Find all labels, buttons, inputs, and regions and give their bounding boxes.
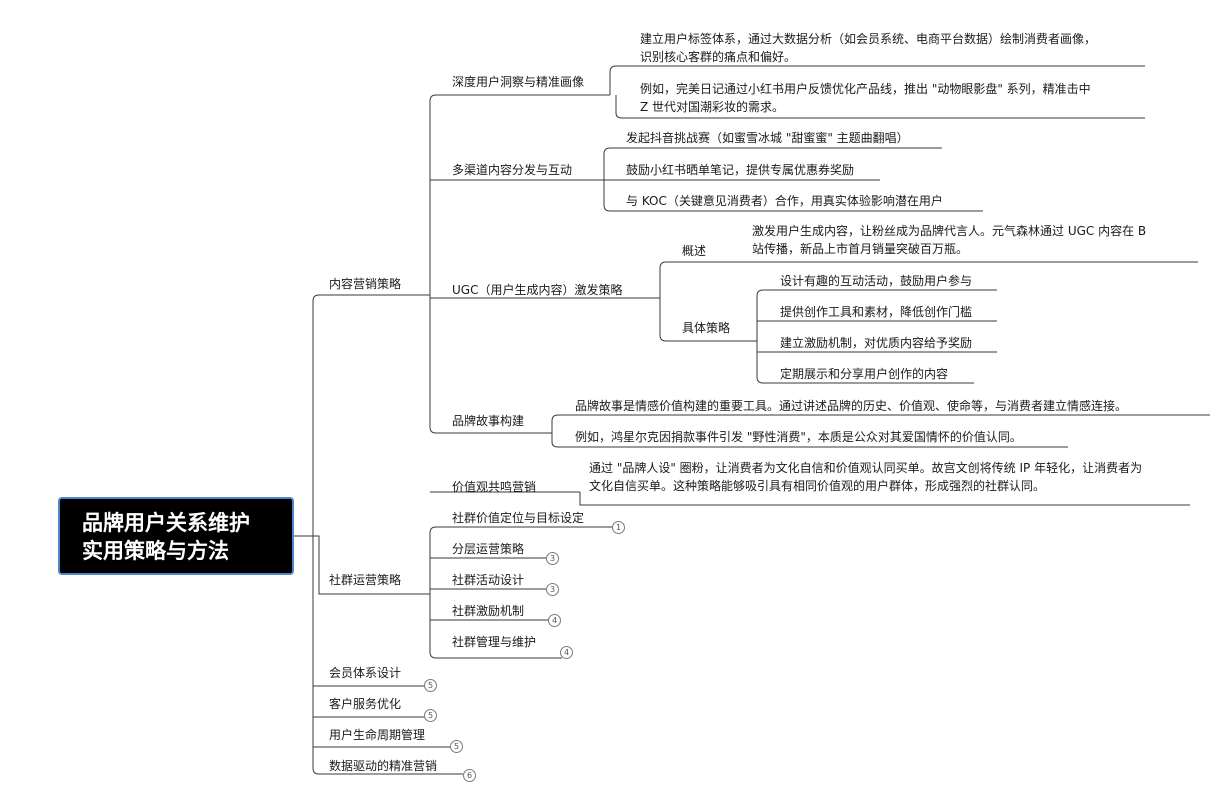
topic-values[interactable]: 价值观共鸣营销	[452, 480, 537, 494]
collapsed-count-badge[interactable]: 1	[612, 521, 625, 534]
collapsed-count-badge[interactable]: 3	[546, 583, 559, 596]
leaf-line: 文化自信买单。这种策略能够吸引具有相同价值观的用户群体，形成强烈的社群认同。	[589, 479, 1046, 493]
topic-lifecycle[interactable]: 用户生命周期管理	[329, 728, 426, 742]
leaf-line: 通过 "品牌人设" 圈粉，让消费者为文化自信和价值观认同买单。故宫文创将传统 I…	[589, 461, 1143, 475]
topic-customer-service[interactable]: 客户服务优化	[329, 697, 402, 711]
leaf-line: 例如，完美日记通过小红书用户反馈优化产品线，推出 "动物眼影盘" 系列，精准击中	[640, 82, 1091, 96]
topic-membership[interactable]: 会员体系设计	[329, 666, 402, 680]
leaf-tactic-2[interactable]: 提供创作工具和素材，降低创作门槛	[780, 305, 973, 319]
leaf-story-1[interactable]: 品牌故事是情感价值构建的重要工具。通过讲述品牌的历史、价值观、使命等，与消费者建…	[575, 399, 1128, 413]
leaf-ugc-overview[interactable]: 激发用户生成内容，让粉丝成为品牌代言人。元气森林通过 UGC 内容在 B 站传播…	[752, 222, 1146, 258]
leaf-tactic-1[interactable]: 设计有趣的互动活动，鼓励用户参与	[780, 274, 973, 288]
root-title-line2: 实用策略与方法	[82, 539, 229, 563]
topic-ugc[interactable]: UGC（用户生成内容）激发策略	[452, 283, 623, 297]
topic-channels[interactable]: 多渠道内容分发与互动	[452, 163, 573, 177]
topic-community[interactable]: 社群运营策略	[329, 573, 402, 587]
collapsed-count-badge[interactable]: 4	[560, 646, 573, 659]
leaf-insight-1[interactable]: 建立用户标签体系，通过大数据分析（如会员系统、电商平台数据）绘制消费者画像， 识…	[640, 30, 1096, 66]
topic-brand-story[interactable]: 品牌故事构建	[452, 414, 525, 428]
topic-community-tiers[interactable]: 分层运营策略	[452, 542, 525, 556]
leaf-story-2[interactable]: 例如，鸿星尔克因捐款事件引发 "野性消费"，本质是公众对其爱国情怀的价值认同。	[575, 430, 1022, 444]
collapsed-count-badge[interactable]: 5	[424, 709, 437, 722]
leaf-insight-2[interactable]: 例如，完美日记通过小红书用户反馈优化产品线，推出 "动物眼影盘" 系列，精准击中…	[640, 80, 1091, 116]
topic-content-marketing[interactable]: 内容营销策略	[329, 277, 402, 291]
leaf-tactic-4[interactable]: 定期展示和分享用户创作的内容	[780, 367, 949, 381]
leaf-line: 识别核心客群的痛点和偏好。	[640, 50, 797, 64]
root-topic[interactable]: 品牌用户关系维护 实用策略与方法	[58, 497, 294, 575]
collapsed-count-badge[interactable]: 3	[546, 552, 559, 565]
leaf-channel-douyin[interactable]: 发起抖音挑战赛（如蜜雪冰城 "甜蜜蜜" 主题曲翻唱）	[626, 131, 909, 145]
leaf-line: 建立用户标签体系，通过大数据分析（如会员系统、电商平台数据）绘制消费者画像，	[640, 32, 1097, 46]
leaf-channel-xiaohongshu[interactable]: 鼓励小红书晒单笔记，提供专属优惠券奖励	[626, 163, 855, 177]
collapsed-count-badge[interactable]: 5	[424, 679, 437, 692]
topic-community-incentives[interactable]: 社群激励机制	[452, 604, 525, 618]
leaf-values[interactable]: 通过 "品牌人设" 圈粉，让消费者为文化自信和价值观认同买单。故宫文创将传统 I…	[589, 459, 1142, 495]
topic-user-insight[interactable]: 深度用户洞察与精准画像	[452, 75, 585, 89]
leaf-line: 激发用户生成内容，让粉丝成为品牌代言人。元气森林通过 UGC 内容在 B	[752, 224, 1147, 238]
topic-community-management[interactable]: 社群管理与维护	[452, 635, 537, 649]
topic-ugc-overview[interactable]: 概述	[682, 244, 707, 258]
topic-community-events[interactable]: 社群活动设计	[452, 573, 525, 587]
collapsed-count-badge[interactable]: 6	[463, 769, 476, 782]
topic-ugc-tactics[interactable]: 具体策略	[682, 321, 731, 335]
leaf-tactic-3[interactable]: 建立激励机制，对优质内容给予奖励	[780, 336, 973, 350]
topic-data-marketing[interactable]: 数据驱动的精准营销	[329, 759, 438, 773]
topic-community-positioning[interactable]: 社群价值定位与目标设定	[452, 511, 585, 525]
leaf-line: 站传播，新品上市首月销量突破百万瓶。	[752, 242, 969, 256]
root-title-line1: 品牌用户关系维护	[82, 511, 250, 535]
leaf-line: Z 世代对国潮彩妆的需求。	[640, 100, 785, 114]
collapsed-count-badge[interactable]: 4	[548, 614, 561, 627]
collapsed-count-badge[interactable]: 5	[450, 740, 463, 753]
leaf-channel-koc[interactable]: 与 KOC（关键意见消费者）合作，用真实体验影响潜在用户	[626, 194, 943, 208]
